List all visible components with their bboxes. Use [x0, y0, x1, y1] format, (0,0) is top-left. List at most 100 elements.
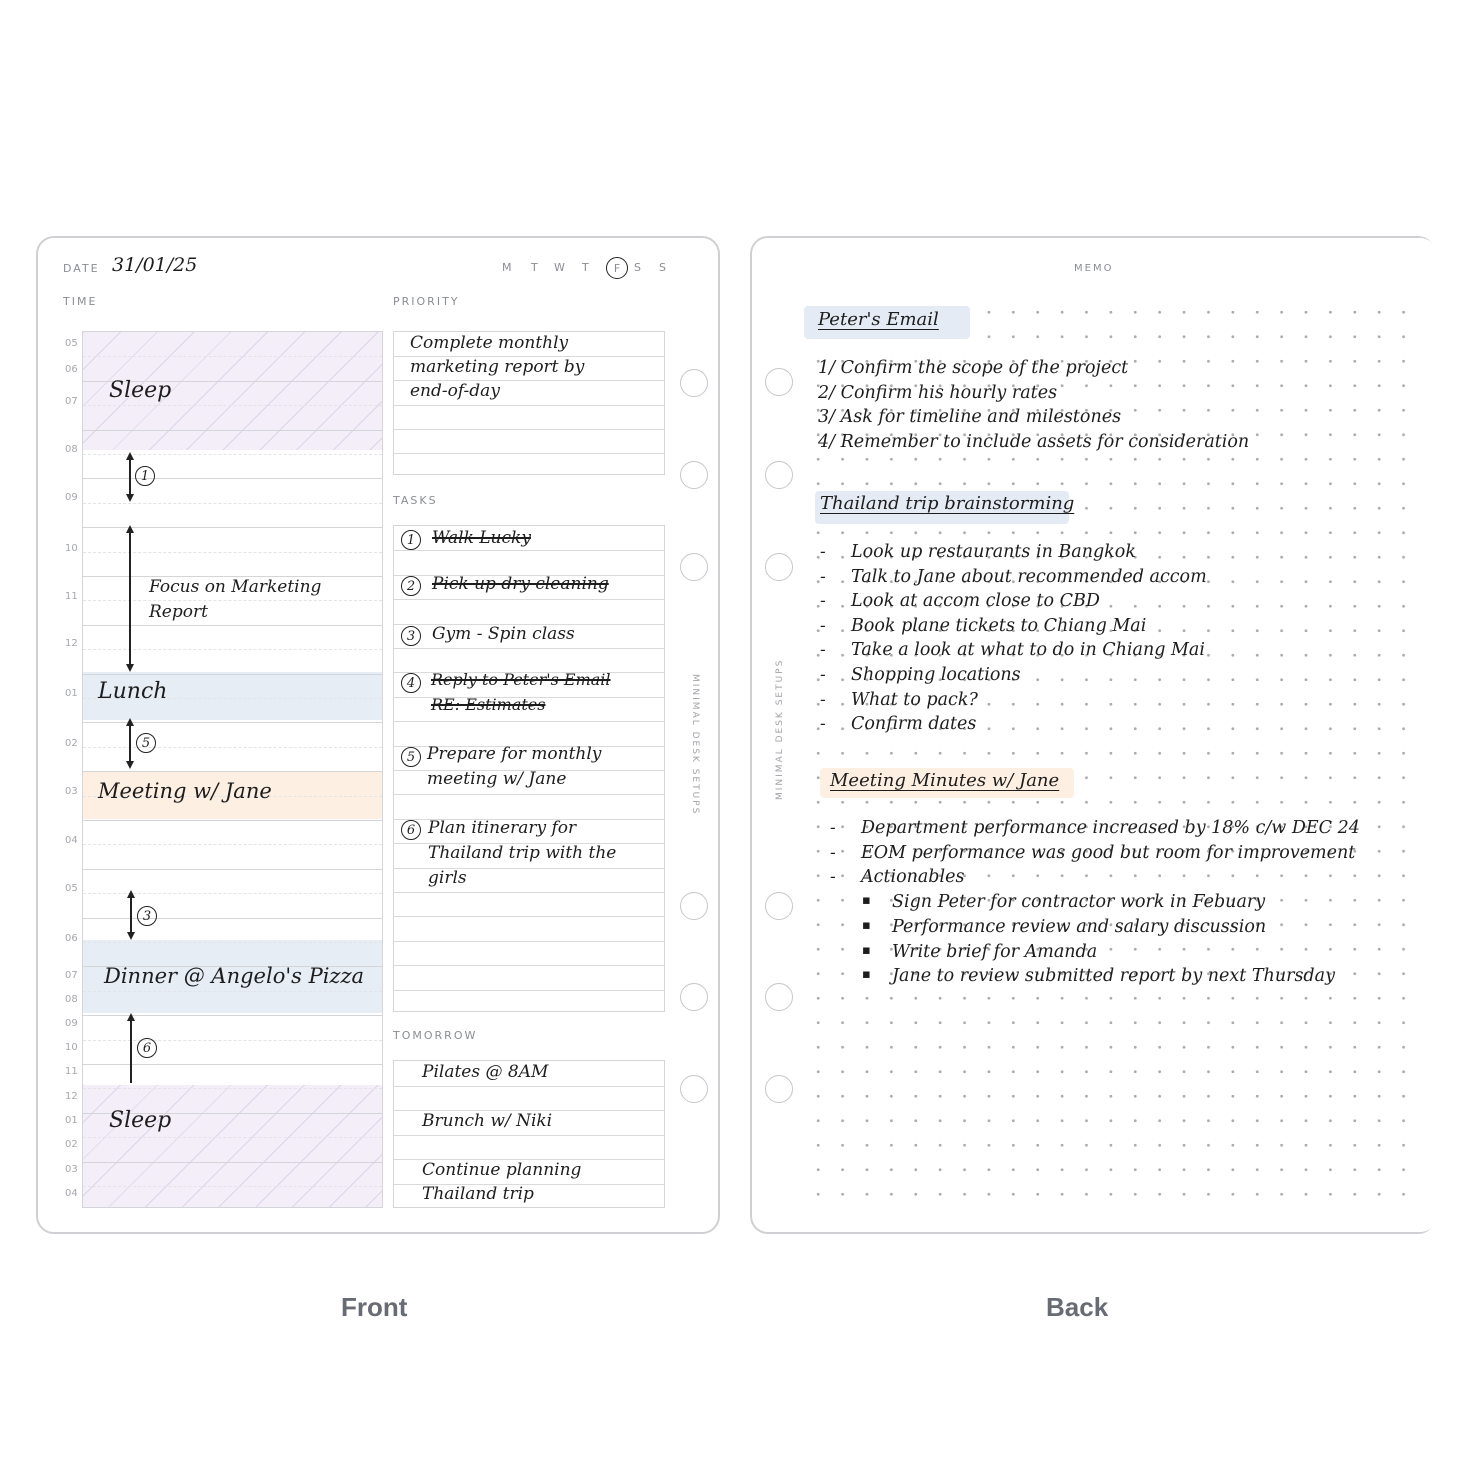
ruled-line	[83, 796, 382, 797]
list-item: Confirm dates	[851, 714, 977, 735]
lunch-block[interactable]	[83, 672, 382, 720]
ruled-line	[83, 1113, 382, 1114]
tasks-box[interactable]: 1 Walk Lucky 2 Pick up dry cleaning 3 Gy…	[393, 525, 665, 1012]
ruled-line	[83, 869, 382, 870]
ruled-line	[394, 843, 664, 844]
weekday-fri-selected[interactable]: F	[606, 257, 628, 279]
weekday-sat[interactable]: S	[634, 261, 641, 274]
meeting-block[interactable]	[83, 772, 382, 819]
hour-label: 09	[65, 492, 78, 503]
ruled-line	[83, 918, 382, 919]
square-bullet-icon: ▪	[862, 967, 871, 983]
heading-highlight	[815, 491, 1069, 524]
weekday-wed[interactable]: W	[554, 261, 565, 274]
sleep-night-block[interactable]	[83, 1085, 382, 1207]
dash-bullet-icon: -	[820, 615, 826, 636]
binder-hole	[765, 553, 793, 581]
ruled-line	[394, 794, 664, 795]
priority-box[interactable]: Complete monthly marketing report by end…	[393, 331, 665, 475]
ruled-line	[83, 576, 382, 577]
square-bullet-icon: ▪	[862, 942, 871, 958]
ruled-line	[394, 550, 664, 551]
section-heading-meeting-minutes: Meeting Minutes w/ Jane	[830, 770, 1060, 791]
ruled-line	[83, 722, 382, 723]
list-item: Shopping locations	[851, 665, 1021, 685]
ruled-line	[394, 648, 664, 649]
ruled-line	[394, 892, 664, 893]
weekday-sun[interactable]: S	[659, 261, 666, 274]
lunch-text: Lunch	[98, 679, 168, 704]
ruled-line	[83, 625, 382, 626]
square-bullet-icon: ▪	[862, 893, 871, 908]
hour-label: 04	[65, 1188, 78, 1199]
ruled-line	[394, 356, 664, 357]
hour-label: 07	[65, 396, 78, 407]
weekday-tue[interactable]: T	[531, 261, 538, 274]
ruled-line	[83, 1015, 382, 1016]
ruled-line	[394, 721, 664, 722]
ruled-line	[83, 405, 382, 406]
ruled-line	[83, 820, 382, 821]
ruled-line	[83, 503, 382, 504]
binder-hole	[680, 983, 708, 1011]
ruled-line	[394, 965, 664, 966]
hour-label: 10	[65, 1042, 78, 1053]
hour-label: 11	[65, 591, 78, 602]
memo-label: MEMO	[1074, 263, 1114, 274]
binder-hole	[765, 983, 793, 1011]
tomorrow-box[interactable]: Pilates @ 8AM Brunch w/ Niki Continue pl…	[393, 1060, 665, 1208]
binder-hole	[680, 553, 708, 581]
ruled-line	[394, 990, 664, 991]
date-value[interactable]: 31/01/25	[112, 254, 198, 276]
ruled-line	[83, 1064, 382, 1065]
binder-hole	[765, 461, 793, 489]
ruled-line	[83, 1186, 382, 1187]
list-item: Take a look at what to do in Chiang Mai	[851, 640, 1205, 661]
ruled-line	[394, 672, 664, 673]
date-label: DATE	[63, 262, 100, 275]
ruled-line	[394, 1159, 664, 1160]
task-4-number-icon: 4	[401, 673, 421, 693]
hour-label: 02	[65, 1139, 78, 1150]
list-subitem: Sign Peter for contractor work in Febuar…	[892, 892, 1266, 912]
time-column: Sleep Focus on Marketing Report Lunch Me…	[82, 331, 383, 1208]
hour-label: 11	[65, 1066, 78, 1077]
binder-hole	[680, 369, 708, 397]
tomorrow-label: TOMORROW	[393, 1029, 478, 1042]
task-5-line-1: Prepare for monthly	[427, 744, 602, 764]
dash-bullet-icon: -	[820, 542, 826, 562]
tomorrow-item-3: Continue planning	[422, 1160, 582, 1180]
ruled-line	[394, 1110, 664, 1111]
priority-line-1: Complete monthly	[410, 333, 569, 353]
tomorrow-item-4: Thailand trip	[422, 1184, 534, 1204]
weekday-mon[interactable]: M	[502, 261, 512, 274]
ruled-line	[83, 552, 382, 553]
tasks-label: TASKS	[393, 494, 438, 507]
time-label: TIME	[63, 295, 98, 308]
priority-line-2: marketing report by	[410, 357, 585, 377]
hour-label: 01	[65, 1115, 78, 1126]
priority-label: PRIORITY	[393, 295, 460, 308]
ruled-line	[83, 991, 382, 992]
focus-text: Focus on Marketing Report	[149, 577, 322, 622]
dash-bullet-icon: -	[820, 689, 826, 710]
ruled-line	[83, 1137, 382, 1138]
list-item: Talk to Jane about recommended accom	[851, 566, 1207, 587]
hour-label: 05	[65, 883, 78, 894]
hour-label: 08	[65, 444, 78, 455]
task-2-text: Pick up dry cleaning	[432, 574, 609, 594]
weekday-thu[interactable]: T	[582, 261, 589, 274]
binder-hole	[680, 461, 708, 489]
heading-highlight	[804, 306, 970, 339]
ruled-line	[83, 1162, 382, 1163]
ruled-line	[83, 747, 382, 748]
sleep-morning-text: Sleep	[109, 378, 172, 403]
dash-bullet-icon: -	[830, 818, 836, 838]
section-heading-thailand-trip: Thailand trip brainstorming	[820, 493, 1075, 514]
dinner-block[interactable]	[83, 940, 382, 1013]
task-1-text: Walk Lucky	[432, 528, 531, 548]
binder-hole	[765, 368, 793, 396]
marker-5-icon: 5	[136, 733, 156, 753]
ruled-line	[394, 624, 664, 625]
task-5-line-2: meeting w/ Jane	[427, 769, 567, 789]
